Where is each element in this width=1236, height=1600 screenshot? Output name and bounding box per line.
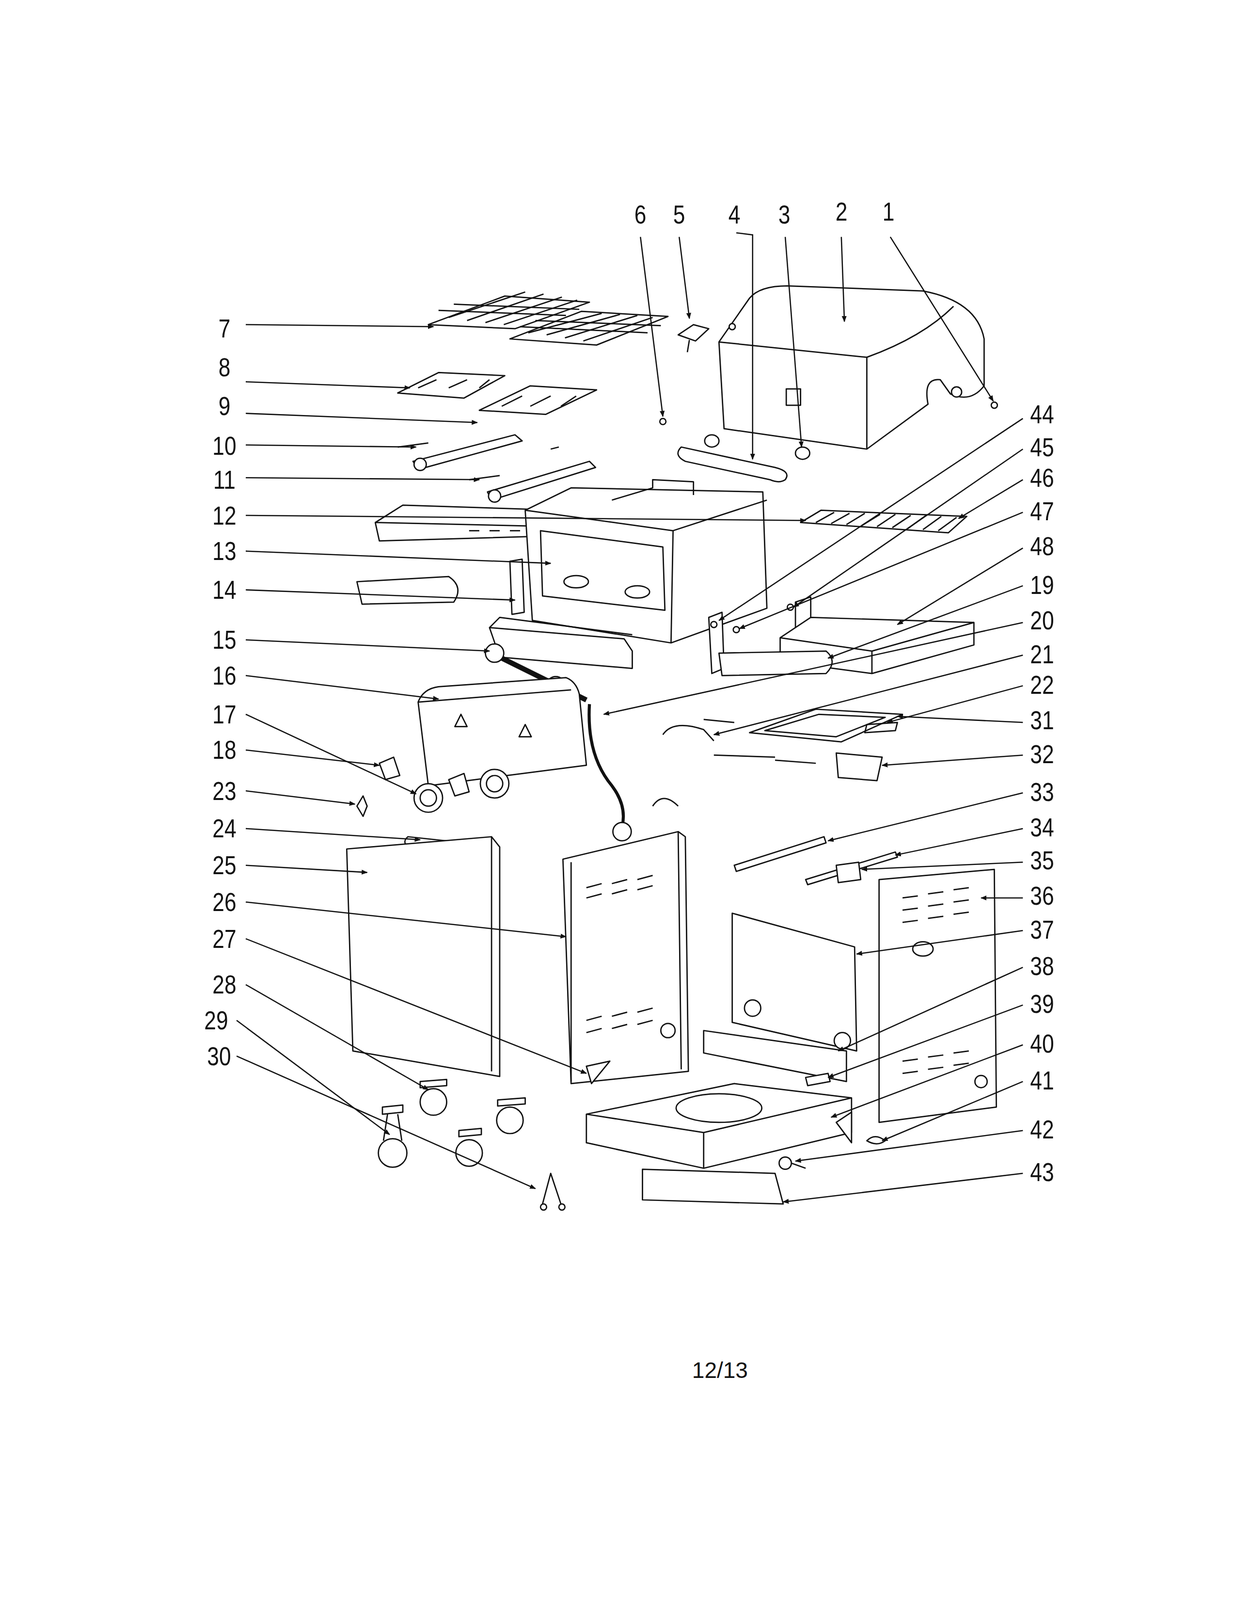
- callout-number: 20: [1030, 606, 1055, 634]
- callout-number: 15: [212, 626, 237, 653]
- callout-number: 7: [218, 315, 231, 342]
- callout-number: 22: [1030, 671, 1055, 698]
- callout-number: 27: [212, 925, 237, 952]
- callout-number: 38: [1030, 952, 1055, 979]
- callout-number: 14: [212, 576, 237, 603]
- callout-number: 8: [218, 353, 231, 381]
- callout-number: 31: [1030, 706, 1055, 733]
- callout-number: 17: [212, 700, 237, 728]
- callout-number: 40: [1030, 1030, 1055, 1057]
- callout-number: 47: [1030, 497, 1055, 524]
- callout-number: 26: [212, 888, 237, 915]
- callout-number: 46: [1030, 464, 1055, 491]
- callout-number: 42: [1030, 1115, 1055, 1142]
- callout-number: 32: [1030, 740, 1055, 767]
- callout-number: 11: [213, 466, 236, 493]
- callout-number: 4: [728, 201, 741, 228]
- callout-number: 18: [212, 736, 237, 763]
- callout-number: 24: [212, 814, 237, 841]
- callout-number: 44: [1030, 400, 1055, 428]
- callout-number: 12: [212, 502, 237, 529]
- callout-number: 1: [882, 198, 895, 225]
- callout-number: 34: [1030, 813, 1055, 840]
- callout-number: 23: [212, 777, 237, 804]
- callout-number: 41: [1030, 1066, 1055, 1094]
- callout-number: 16: [212, 662, 237, 689]
- callout-number: 28: [212, 970, 237, 998]
- callout-number: 10: [212, 432, 237, 459]
- callout-number: 48: [1030, 532, 1055, 559]
- callout-number: 29: [204, 1006, 228, 1033]
- callout-number: 43: [1030, 1158, 1055, 1185]
- callout-number: 19: [1030, 571, 1055, 598]
- callout-number: 37: [1030, 916, 1055, 943]
- callout-number: 45: [1030, 433, 1055, 460]
- callout-number: 36: [1030, 882, 1055, 909]
- callout-number: 35: [1030, 846, 1055, 873]
- callout-number: 3: [778, 201, 791, 228]
- callout-number: 5: [673, 201, 686, 228]
- callout-number: 9: [218, 392, 231, 419]
- callout-number: 25: [212, 851, 237, 878]
- callout-number: 13: [212, 537, 237, 564]
- callout-number: 6: [634, 201, 647, 228]
- callout-number: 39: [1030, 990, 1055, 1017]
- callout-number: 2: [835, 198, 848, 225]
- page-number: 12/13: [692, 1358, 748, 1381]
- callout-number: 30: [207, 1042, 232, 1069]
- callout-number: 33: [1030, 778, 1055, 805]
- callout-number: 21: [1030, 640, 1055, 667]
